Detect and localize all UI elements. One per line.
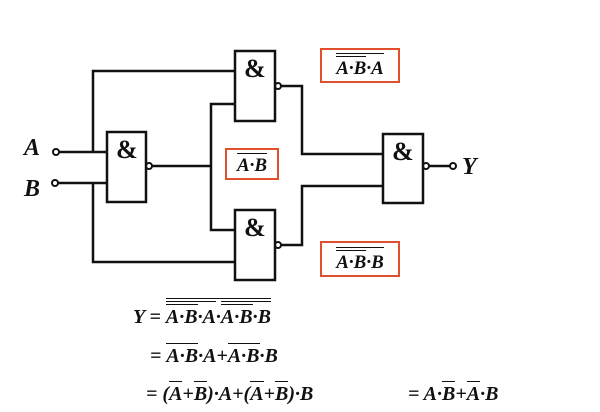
wire-a-to-top — [91, 69, 235, 152]
wire-bottom-out — [281, 184, 383, 247]
expr-text: Y = — [133, 306, 161, 328]
gate-symbol: & — [244, 54, 266, 83]
expr-text: = A· — [408, 383, 442, 405]
equation-line-3: = (A+B)·A+(A+B)·B — [146, 381, 313, 404]
label-middle-expression: A·B — [225, 148, 279, 180]
input-a-terminal — [52, 148, 60, 156]
equation-line-1: Y = A·B·A·A·B·B — [133, 298, 271, 327]
expr-text: A·B — [227, 345, 260, 367]
input-a-label: A — [24, 135, 41, 161]
expr-text: + — [455, 383, 467, 405]
expr-text: ·B — [252, 306, 271, 328]
expr-text: ·A — [197, 306, 216, 328]
inversion-bubble — [274, 241, 282, 249]
equation-result: = A·B+A·B — [408, 381, 498, 404]
expr-text: A — [250, 383, 264, 405]
expr-text: ·B — [259, 345, 278, 367]
expr-text: A·B — [165, 306, 198, 328]
gate-symbol: & — [392, 137, 414, 166]
inversion-bubble — [145, 162, 153, 170]
expr-text: + — [182, 383, 194, 405]
expr-text: A·B — [236, 155, 268, 176]
expr-text: A·B — [166, 345, 199, 367]
expr-text: )·A+( — [207, 383, 251, 405]
gate-symbol: & — [244, 213, 266, 242]
label-bottom-expression: A·B·B — [320, 241, 400, 277]
expr-text: · — [215, 306, 221, 328]
expr-text: A·B — [336, 252, 367, 273]
expr-text: = — [150, 345, 162, 367]
expr-text: A — [169, 383, 183, 405]
expr-text: B — [274, 383, 289, 405]
expr-text: A·B — [336, 58, 367, 79]
expr-text: = ( — [146, 383, 170, 405]
gate-symbol: & — [116, 135, 138, 164]
input-b-label: B — [24, 176, 41, 202]
label-top-expression: A·B·A — [320, 48, 400, 83]
expr-text: ·A — [366, 58, 384, 79]
equation-line-2: = A·B·A+A·B·B — [150, 343, 278, 366]
expr-text: + — [263, 383, 275, 405]
expr-text: A — [466, 383, 481, 405]
expr-text: B — [193, 383, 208, 405]
expr-text: ·A+ — [198, 345, 228, 367]
wire-b-to-bottom — [91, 183, 235, 264]
expr-text: A·B — [220, 306, 253, 328]
output-y-label: Y — [462, 154, 477, 180]
expr-text: B — [442, 383, 456, 405]
inversion-bubble — [274, 82, 282, 90]
inversion-bubble — [422, 162, 430, 170]
expr-text: )·B — [288, 383, 314, 405]
wire-nand1-branch — [209, 102, 235, 232]
input-b-terminal — [51, 179, 59, 187]
expr-text: ·B — [366, 252, 384, 273]
output-y-terminal — [449, 162, 457, 170]
wire-top-out — [281, 84, 383, 156]
expr-text: ·B — [480, 383, 499, 405]
